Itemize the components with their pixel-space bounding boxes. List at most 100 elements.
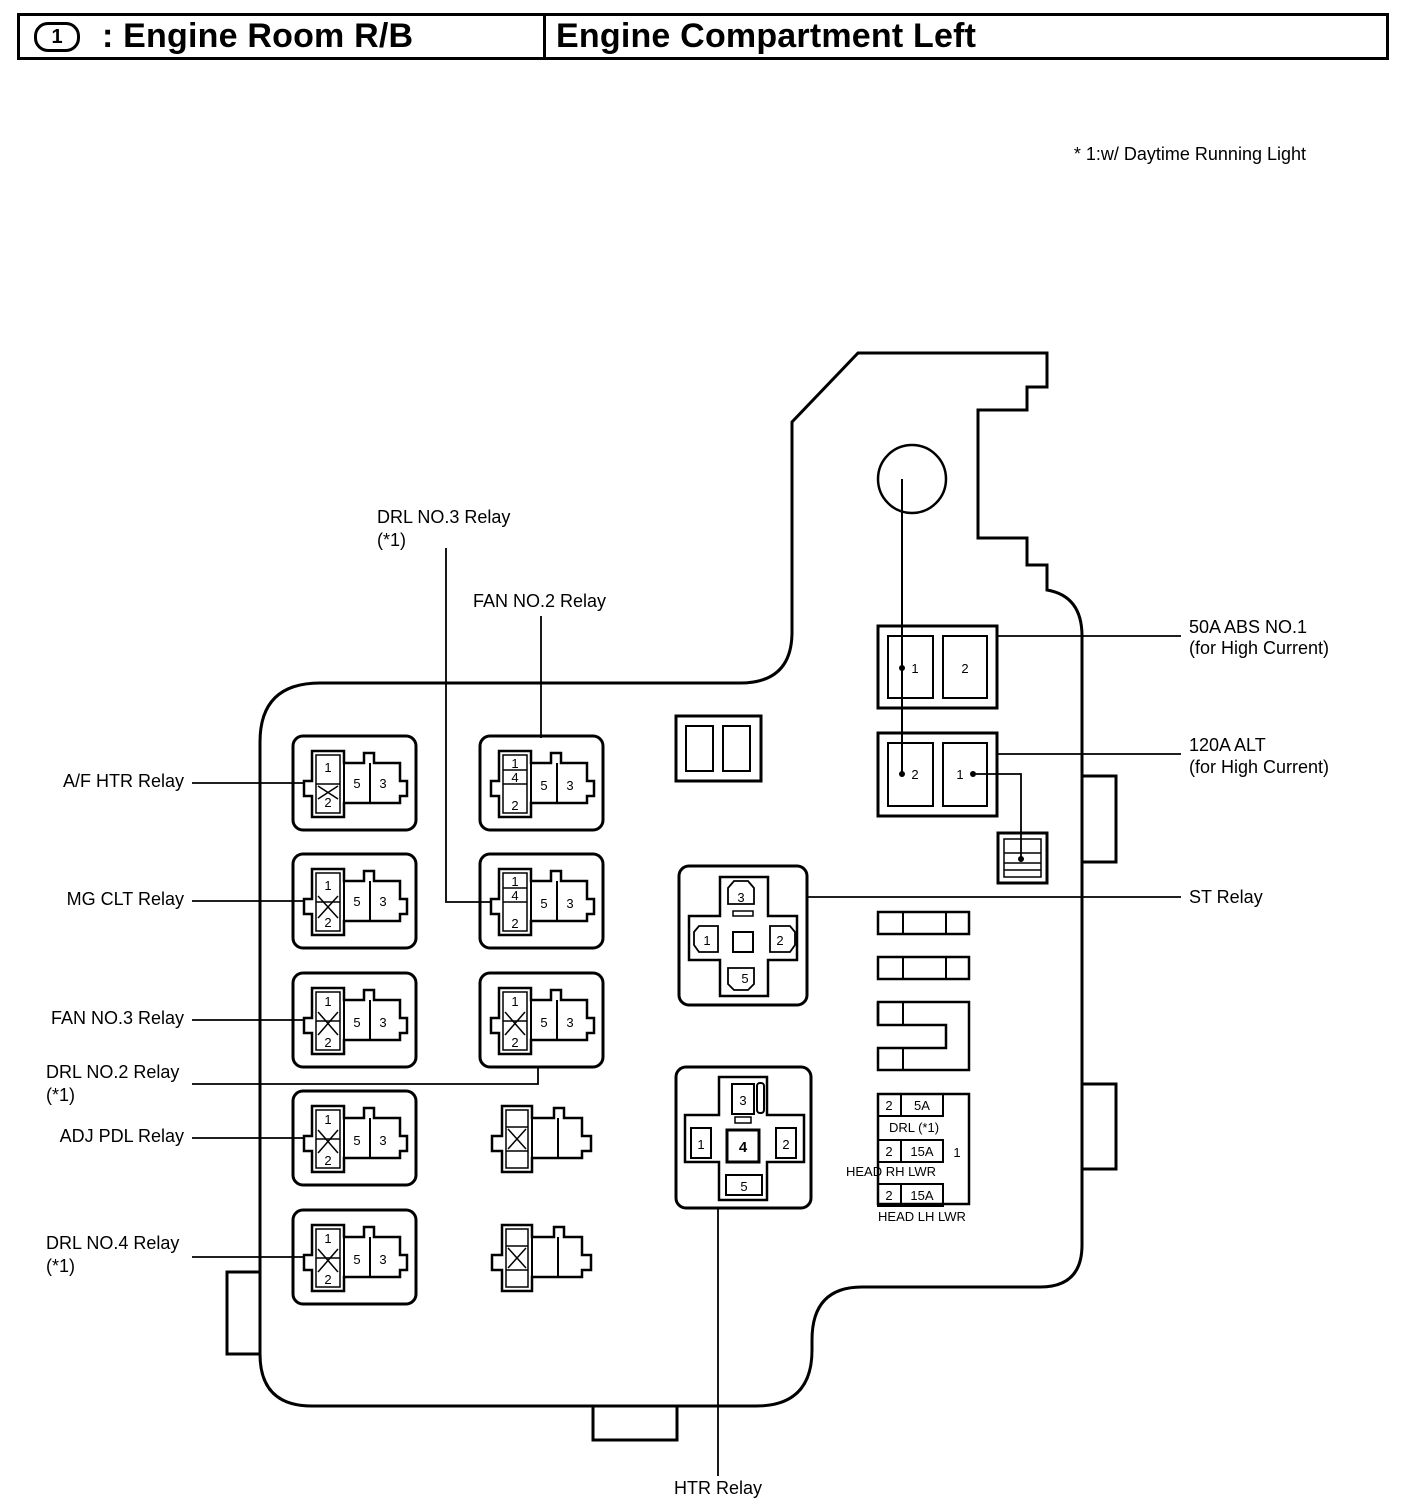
pin-label: 3 xyxy=(379,1015,386,1030)
callout-adj-pdl-relay: ADJ PDL Relay xyxy=(60,1126,184,1146)
pin-label: 1 xyxy=(511,756,518,771)
pin-label: 2 xyxy=(911,767,918,782)
mounting-hole xyxy=(876,443,948,515)
fuse-common-pin: 1 xyxy=(953,1145,960,1160)
pin-label: 2 xyxy=(324,1153,331,1168)
fan-no3-relay-socket: 1 2 5 3 xyxy=(291,971,418,1069)
fuse-rating: 5A xyxy=(914,1098,930,1113)
pin-label: 2 xyxy=(961,661,968,676)
callout-abs-fuse-note: (for High Current) xyxy=(1189,638,1329,658)
adj-pdl-relay-socket: 1 2 5 3 xyxy=(291,1089,418,1187)
header-table: 1 : Engine Room R/B Engine Compartment L… xyxy=(17,13,1389,60)
pin-label: 2 xyxy=(324,795,331,810)
callout-drl-no2-note: (*1) xyxy=(46,1085,75,1105)
callout-alt-fuse-note: (for High Current) xyxy=(1189,757,1329,777)
pin-label: 3 xyxy=(379,894,386,909)
fuse-name: HEAD RH LWR xyxy=(846,1164,936,1179)
fuse-pin: 2 xyxy=(885,1098,892,1113)
pin-label: 5 xyxy=(353,1015,360,1030)
fan-no2-relay-socket: 1 4 2 5 3 xyxy=(478,734,605,832)
header-location-cell: Engine Compartment Left xyxy=(546,16,1386,57)
pin-label: 2 xyxy=(511,1035,518,1050)
pin-label: 1 xyxy=(911,661,918,676)
drl-no2-relay-socket: 1 2 5 3 xyxy=(478,971,605,1069)
pin-label: 3 xyxy=(379,776,386,791)
housing-tab-bottom xyxy=(591,1406,679,1442)
housing-tab-right-upper xyxy=(1082,774,1118,864)
mini-fuse-double xyxy=(876,1000,971,1072)
callout-alt-fuse: 120A ALT xyxy=(1189,735,1266,755)
pin-label: 1 xyxy=(324,1112,331,1127)
spare-fuse-slot xyxy=(674,714,763,783)
pin-label: 3 xyxy=(379,1133,386,1148)
pin-label: 1 xyxy=(956,767,963,782)
pin-label: 3 xyxy=(379,1252,386,1267)
housing-tab-left xyxy=(225,1270,260,1356)
callout-drl-no2-relay: DRL NO.2 Relay xyxy=(46,1062,179,1082)
abs-fuse-slot: 1 2 xyxy=(876,624,999,710)
drl-no4-relay-socket: 1 2 5 3 xyxy=(291,1208,418,1306)
fuse-rating: 15A xyxy=(910,1188,933,1203)
pin-label: 2 xyxy=(511,798,518,813)
callout-fan-no3-relay: FAN NO.3 Relay xyxy=(51,1008,184,1028)
pin-label: 2 xyxy=(511,916,518,931)
leader-drl-no3 xyxy=(445,548,491,903)
labeled-fuse-group: 2 5A DRL (*1) 2 15A HEAD RH LWR 2 15A HE… xyxy=(846,1092,971,1224)
callout-st-relay: ST Relay xyxy=(1189,887,1263,907)
pin-label: 1 xyxy=(511,874,518,889)
pin-label: 5 xyxy=(740,1179,747,1194)
pin-label: 5 xyxy=(353,1252,360,1267)
pin-label: 1 xyxy=(324,1231,331,1246)
location-title: Engine Compartment Left xyxy=(556,17,977,55)
housing-tab-right-lower xyxy=(1082,1082,1118,1171)
callout-drl-no4-note: (*1) xyxy=(46,1256,75,1276)
pin-label: 2 xyxy=(782,1137,789,1152)
callout-drl-no3-note: (*1) xyxy=(377,530,406,550)
battery-terminal xyxy=(973,773,1049,885)
callout-af-htr-relay: A/F HTR Relay xyxy=(63,771,184,791)
footnote: * 1:w/ Daytime Running Light xyxy=(1074,144,1306,164)
fuse-name: HEAD LH LWR xyxy=(878,1209,966,1224)
pin-label: 2 xyxy=(776,933,783,948)
drl-no3-relay-socket: 1 4 2 5 3 xyxy=(478,852,605,950)
spare-relay-socket xyxy=(490,1104,593,1174)
pin-label: 3 xyxy=(739,1093,746,1108)
pin-label: 3 xyxy=(566,1015,573,1030)
callout-drl-no4-relay: DRL NO.4 Relay xyxy=(46,1233,179,1253)
leader-drl-no2 xyxy=(192,1066,539,1085)
pin-label: 4 xyxy=(511,888,518,903)
connector-number-badge: 1 xyxy=(34,21,80,52)
pin-label: 1 xyxy=(324,994,331,1009)
fuse-pin: 2 xyxy=(885,1188,892,1203)
htr-relay-socket: 3 1 2 4 5 xyxy=(674,1065,813,1210)
pin-label: 5 xyxy=(353,1133,360,1148)
spare-relay-socket xyxy=(490,1223,593,1293)
callout-htr-relay: HTR Relay xyxy=(674,1478,762,1498)
pin-label: 1 xyxy=(324,878,331,893)
pin-label: 3 xyxy=(566,778,573,793)
pin-label: 2 xyxy=(324,1035,331,1050)
mg-clt-relay-socket: 1 2 5 3 xyxy=(291,852,418,950)
callout-mg-clt-relay: MG CLT Relay xyxy=(67,889,184,909)
pin-label: 5 xyxy=(540,778,547,793)
fuse-pin: 2 xyxy=(885,1144,892,1159)
pin-label: 5 xyxy=(540,896,547,911)
pin-label: 3 xyxy=(737,890,744,905)
callout-drl-no3-relay: DRL NO.3 Relay xyxy=(377,507,510,527)
pin-label: 5 xyxy=(353,894,360,909)
af-htr-relay-socket: 1 2 5 3 xyxy=(291,734,418,832)
pin-label: 1 xyxy=(324,760,331,775)
mini-fuse-row xyxy=(876,955,971,981)
pin-label: 4 xyxy=(739,1139,748,1156)
pin-label: 1 xyxy=(697,1137,704,1152)
st-relay-socket: 3 1 2 5 xyxy=(677,864,809,1007)
mini-fuse-row xyxy=(876,910,971,936)
callout-fan-no2-relay: FAN NO.2 Relay xyxy=(473,591,606,611)
pin-label: 5 xyxy=(540,1015,547,1030)
fuse-name: DRL (*1) xyxy=(889,1120,939,1135)
callout-abs-fuse: 50A ABS NO.1 xyxy=(1189,617,1307,637)
pin-label: 1 xyxy=(511,994,518,1009)
fuse-rating: 15A xyxy=(910,1144,933,1159)
pin-label: 1 xyxy=(703,933,710,948)
